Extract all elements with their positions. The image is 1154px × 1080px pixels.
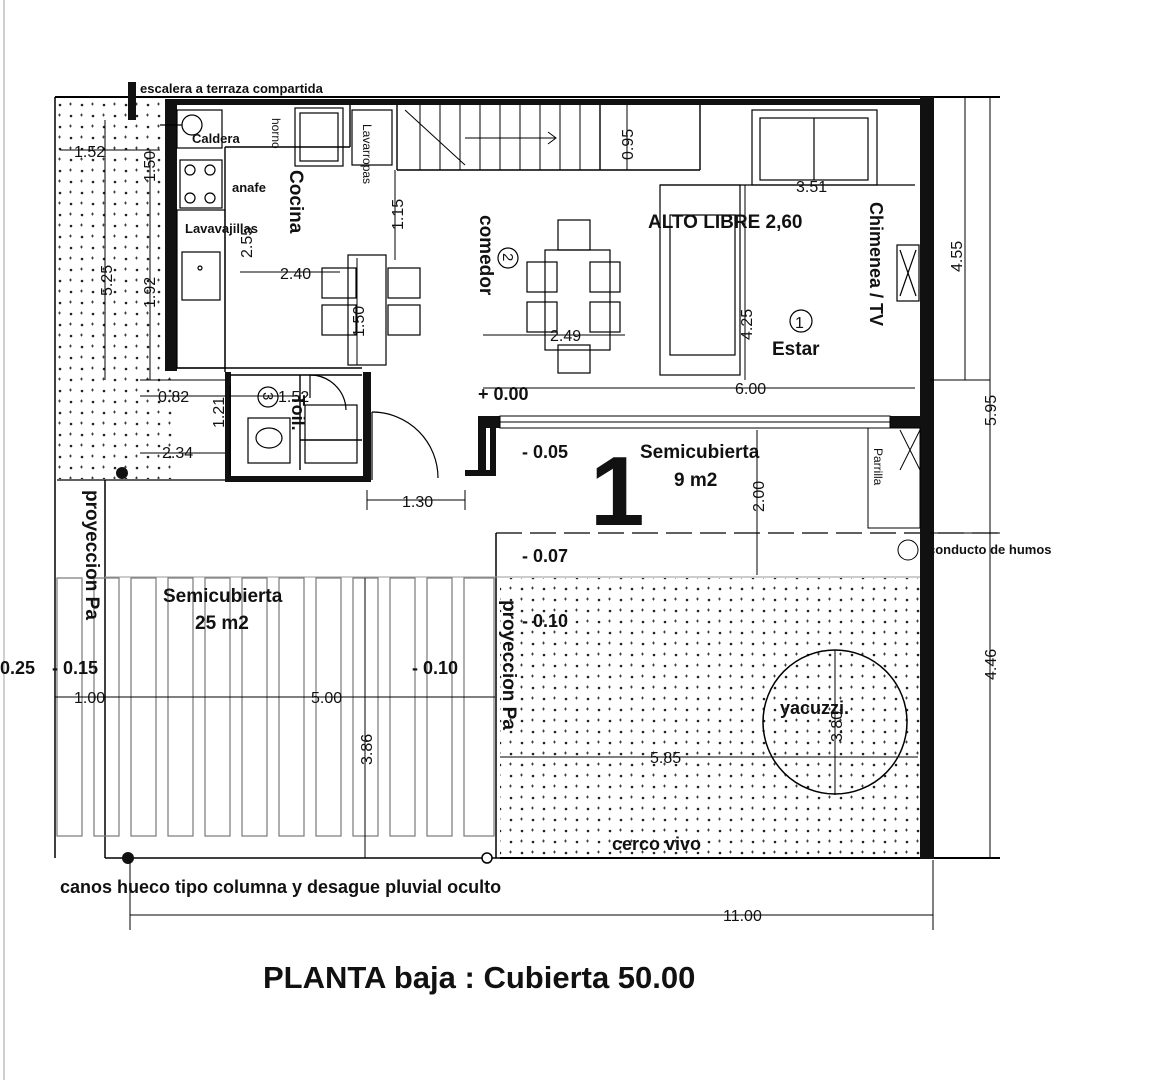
stair xyxy=(404,105,581,170)
dim-082: 0.82 xyxy=(158,389,189,406)
note-conducto: conducto de humos xyxy=(928,542,1052,557)
semicubierta-1-label: Semicubierta xyxy=(640,442,760,463)
dim-386: 3.86 xyxy=(359,734,376,765)
chimenea xyxy=(896,244,920,302)
dim-152-b: 1.52 xyxy=(278,389,309,406)
yacuzzi-label: yacuzzi. xyxy=(780,698,849,718)
dim-130: 1.30 xyxy=(402,494,433,511)
estar-label: Estar xyxy=(772,339,820,360)
parrilla-box xyxy=(867,427,921,529)
conducto-de-humos xyxy=(897,539,919,561)
level-005: - 0.05 xyxy=(522,442,568,462)
dim-100: 1.00 xyxy=(74,690,105,707)
dim-425: 4.25 xyxy=(739,309,756,340)
dim-095: 0.95 xyxy=(620,129,637,160)
dim-152-a: 1.52 xyxy=(74,144,105,161)
chimenea-label: Chimenea / TV xyxy=(866,202,886,326)
level-015: - 0.15 xyxy=(52,658,98,678)
garden-right xyxy=(500,578,920,858)
level-010-left: - 0.10 xyxy=(412,658,458,678)
kitchen-table xyxy=(321,254,421,366)
dim-455: 4.55 xyxy=(949,241,966,272)
dim-351: 3.51 xyxy=(796,179,827,196)
caldera-label: Caldera xyxy=(192,131,240,146)
level-010-right: - 0.10 xyxy=(522,611,568,631)
lavavajillas-label: Lavavajillas xyxy=(185,221,258,236)
dim-200: 2.00 xyxy=(751,481,768,512)
dim-595: 5.95 xyxy=(983,395,1000,426)
parrilla-label: Parrilla xyxy=(871,448,885,486)
horno-label: horno xyxy=(269,118,283,149)
horno xyxy=(294,107,344,167)
dim-249: 2.49 xyxy=(550,328,581,345)
dim-234: 2.34 xyxy=(162,445,193,462)
dim-446: 4.46 xyxy=(983,649,1000,680)
dim-121: 1.21 xyxy=(211,397,228,428)
anafe-label: anafe xyxy=(232,180,266,195)
dining-table xyxy=(526,219,621,374)
page-title: PLANTA baja : Cubierta 50.00 xyxy=(263,960,695,995)
proyeccion-right-label: proyeccion Pa xyxy=(498,600,519,730)
lavarropas-label: Lavarropas xyxy=(360,124,374,184)
note-desague: canos hueco tipo columna y desague pluvi… xyxy=(60,877,501,897)
level-007: - 0.07 xyxy=(522,546,568,566)
cerco-vivo-label: cerco vivo xyxy=(612,834,701,854)
dim-115: 1.15 xyxy=(390,199,407,230)
dim-380: 3.80 xyxy=(829,711,846,742)
dim-150: 1.50 xyxy=(142,151,159,182)
alto-libre-label: ALTO LIBRE 2,60 xyxy=(648,212,803,233)
note-escalera: escalera a terraza compartida xyxy=(140,81,324,96)
semicubierta-1-area: 9 m2 xyxy=(674,470,717,491)
anafe xyxy=(179,159,223,209)
big-number: 1 xyxy=(590,436,645,546)
proyeccion-left-label: proyeccion Pa xyxy=(81,490,102,620)
sink xyxy=(181,251,221,301)
dim-150-b: 1.50 xyxy=(351,306,368,337)
level-025: 0.25 xyxy=(0,658,35,678)
dim-500: 5.00 xyxy=(311,690,342,707)
lavarropas-box xyxy=(351,109,393,166)
pergola-slats xyxy=(56,577,495,837)
comedor-label: comedor xyxy=(475,215,496,296)
toil-label: Toil. xyxy=(288,395,308,431)
semicubierta-2-area: 25 m2 xyxy=(195,613,249,634)
dim-1100: 11.00 xyxy=(723,908,762,925)
garden-left xyxy=(57,99,175,479)
dim-192: 1.92 xyxy=(142,277,159,308)
room-number-estar: 1 xyxy=(795,315,804,332)
semicubierta-2-label: Semicubierta xyxy=(163,586,283,607)
room-number-toil: 3 xyxy=(259,392,276,400)
level-000: + 0.00 xyxy=(478,384,529,404)
cocina-label: Cocina xyxy=(285,170,306,234)
toilet xyxy=(247,404,358,464)
dim-240: 2.40 xyxy=(280,266,311,283)
room-number-comedor: 2 xyxy=(499,253,516,261)
dim-585: 5.85 xyxy=(650,750,681,767)
dim-255: 2.55 xyxy=(239,227,256,258)
dim-600: 6.00 xyxy=(735,381,766,398)
dim-525: 5.25 xyxy=(99,265,116,296)
